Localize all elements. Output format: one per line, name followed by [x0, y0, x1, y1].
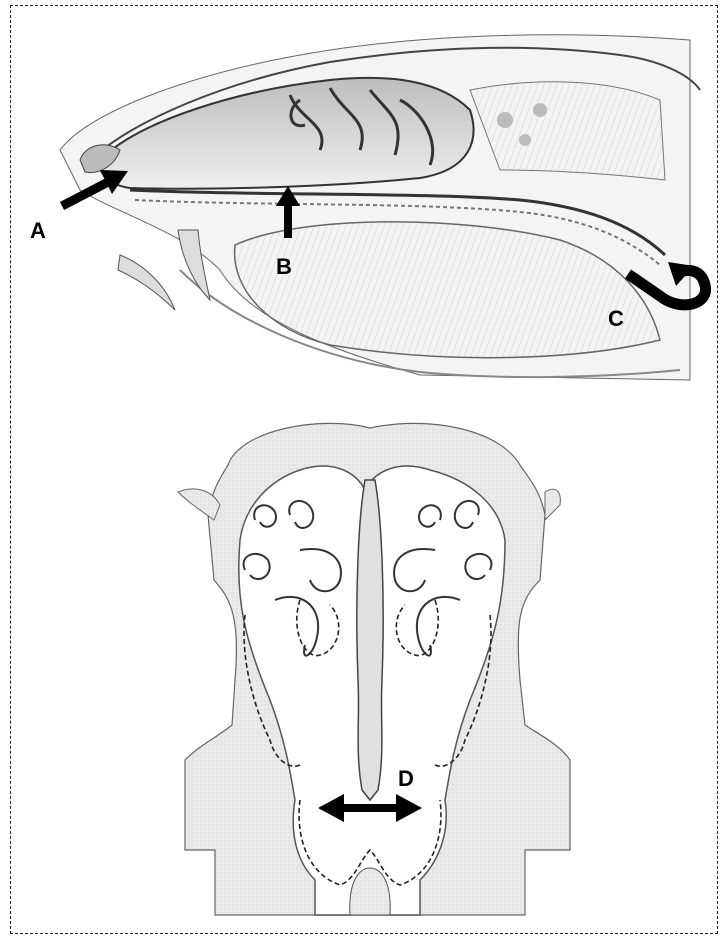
right-ear-flap: [545, 489, 560, 520]
label-b: B: [276, 256, 292, 278]
label-c: C: [608, 308, 624, 330]
nasal-septum: [357, 480, 383, 800]
label-d: D: [398, 768, 414, 790]
label-a: A: [30, 220, 46, 242]
